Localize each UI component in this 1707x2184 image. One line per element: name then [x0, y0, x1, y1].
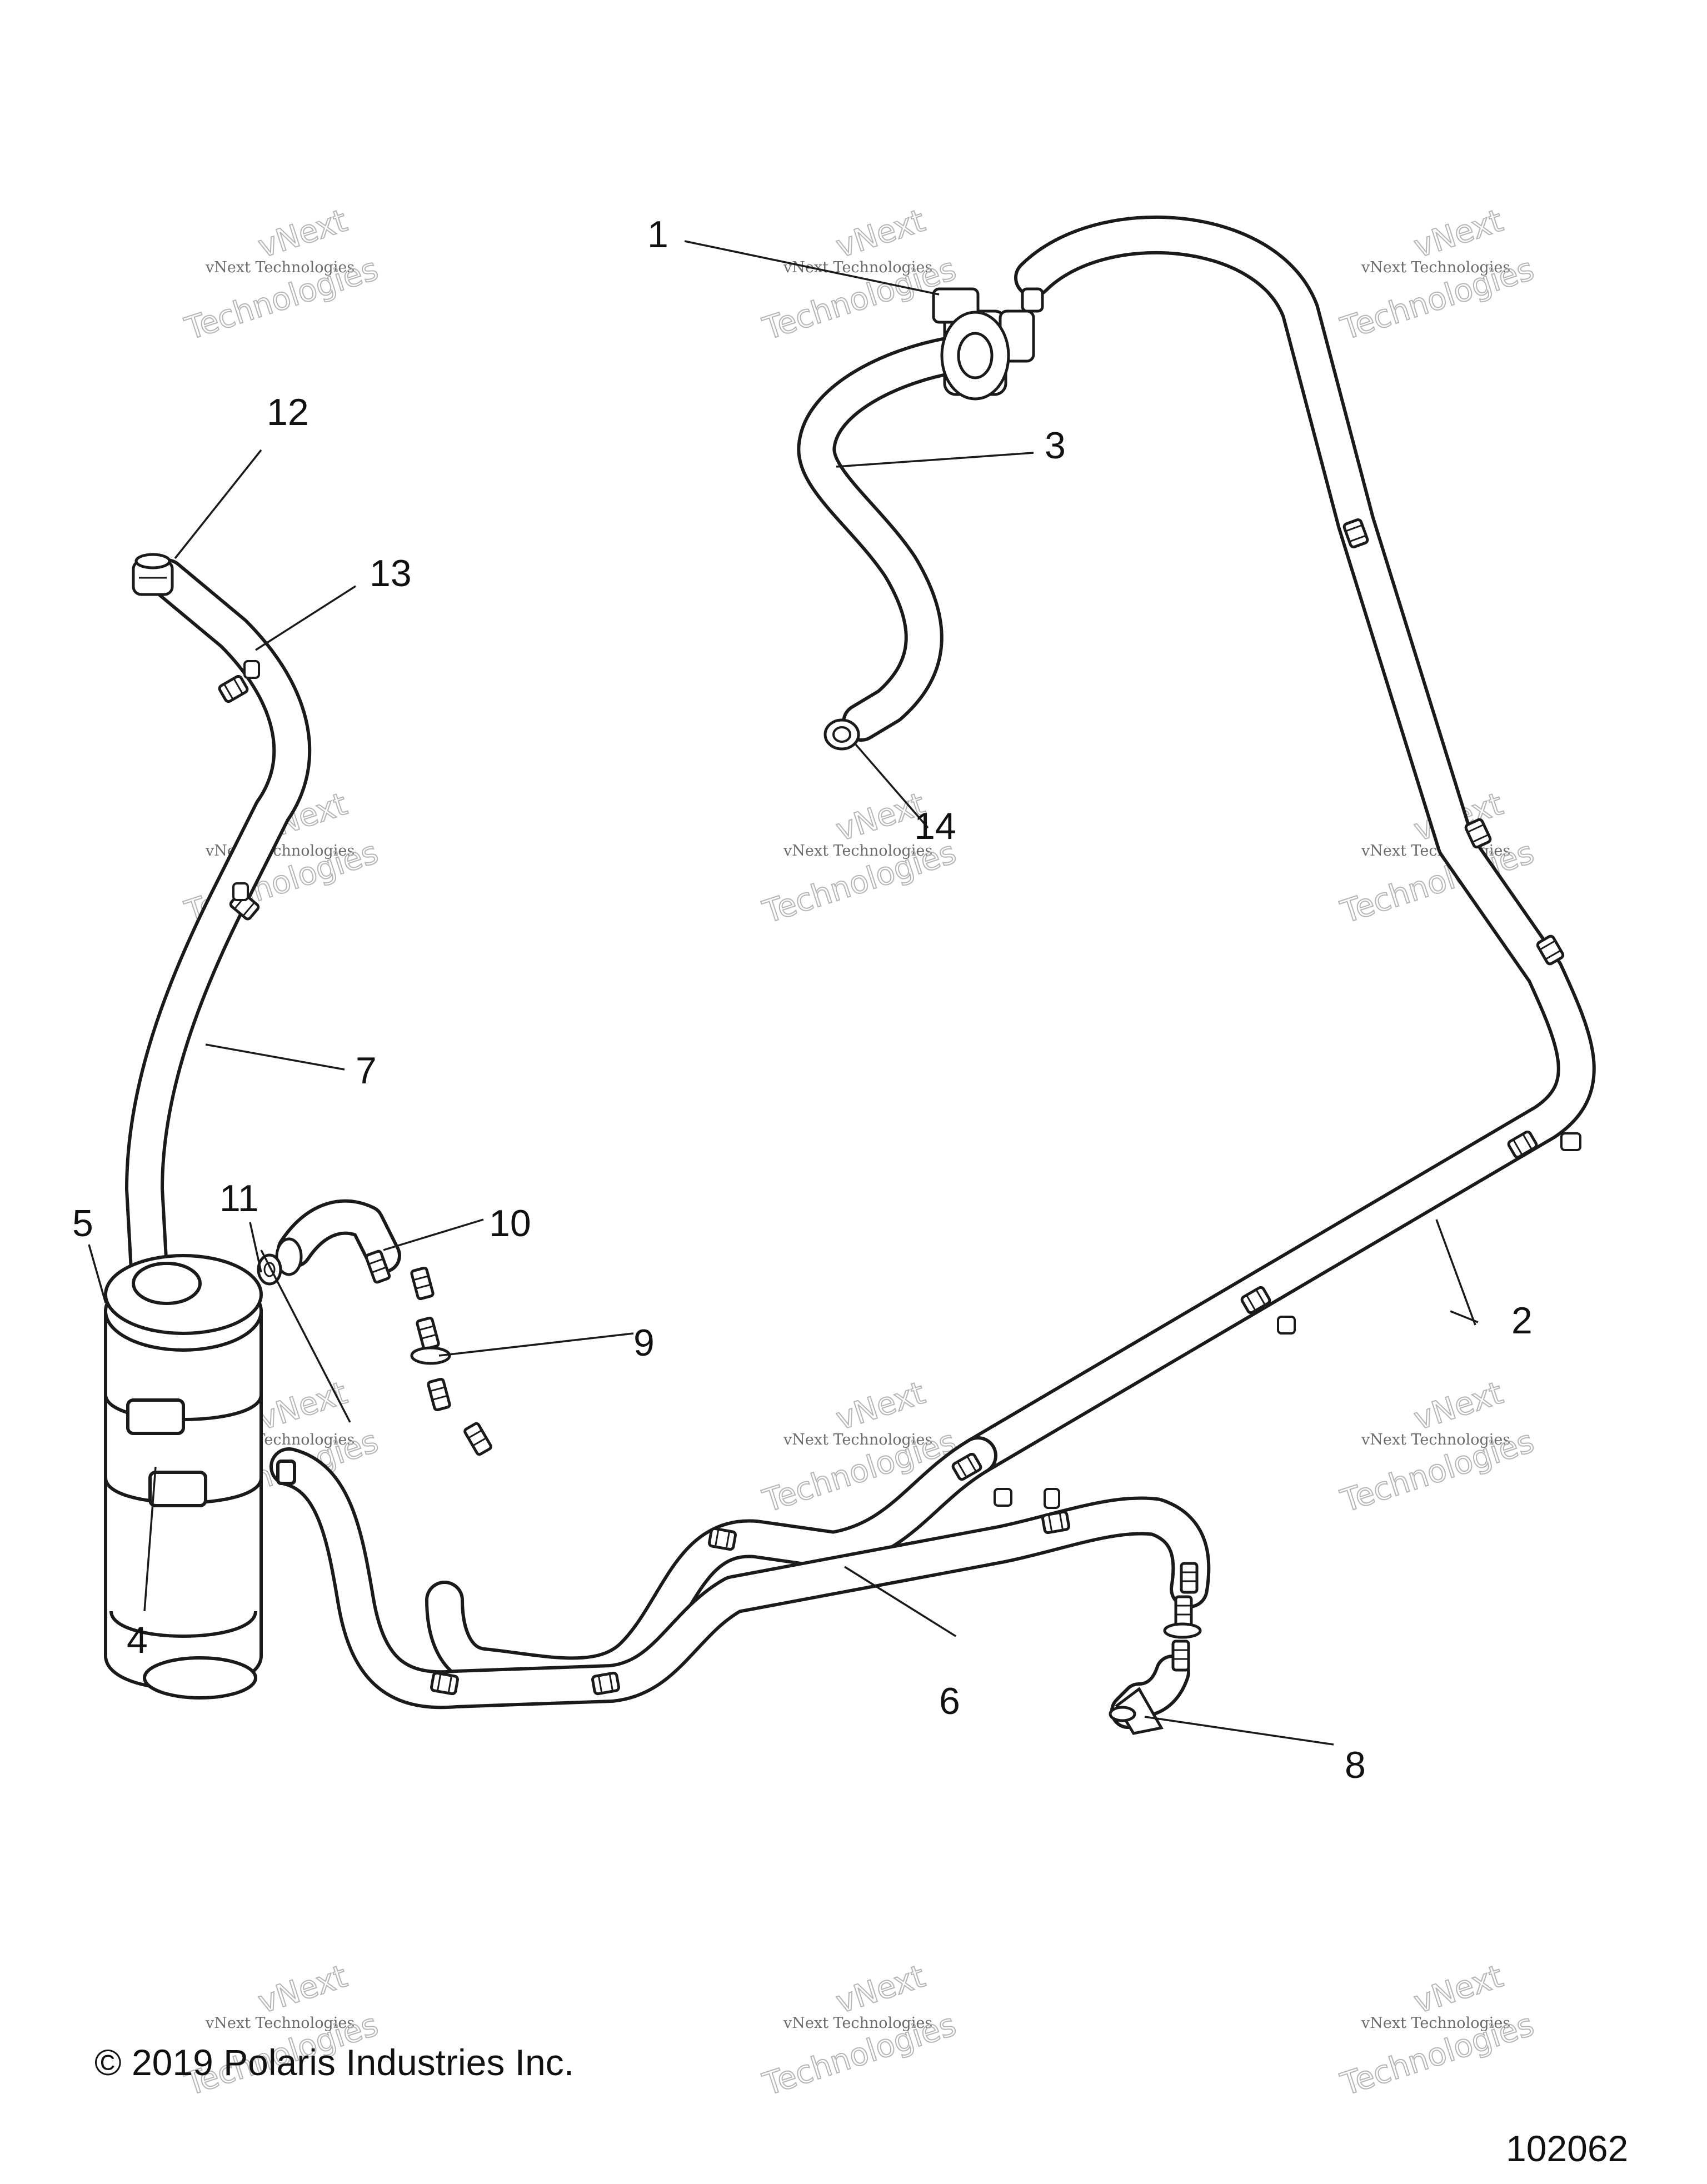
watermark: vNext vNext Technologies Technologies	[180, 202, 383, 348]
hose-7	[125, 558, 312, 1308]
figure-number: 102062	[1506, 2128, 1628, 2169]
fitting-chain-8	[1163, 1563, 1202, 1670]
watermark: vNext vNext Technologies Technologies	[758, 202, 961, 348]
svg-text:vNext: vNext	[832, 203, 930, 265]
svg-text:vNext: vNext	[1410, 1375, 1508, 1437]
svg-text:vNext: vNext	[254, 203, 352, 265]
callout-5: 5	[72, 1202, 93, 1245]
svg-text:vNext Technologies: vNext Technologies	[783, 1431, 932, 1448]
hose-3	[797, 336, 970, 742]
hose-6	[269, 1447, 1211, 1710]
copyright-text: © 2019 Polaris Industries Inc.	[94, 2042, 574, 2083]
svg-text:vNext: vNext	[254, 1375, 352, 1437]
purge-valve-1	[932, 287, 1044, 401]
watermark: vNext vNext Technologies Technologies	[758, 1958, 961, 2103]
leader-lines	[88, 240, 1479, 1746]
svg-text:vNext Technologies: vNext Technologies	[1361, 1431, 1510, 1448]
barb-fittings	[232, 660, 1581, 1509]
svg-text:vNext: vNext	[1410, 1958, 1508, 2021]
fitting-9	[411, 1267, 492, 1455]
svg-text:vNext: vNext	[1410, 203, 1508, 265]
hose-2	[425, 215, 1596, 1696]
callout-4: 4	[127, 1619, 148, 1661]
svg-text:vNext Technologies: vNext Technologies	[205, 259, 355, 276]
callout-2: 2	[1511, 1300, 1533, 1342]
callout-10: 10	[489, 1202, 531, 1245]
hose-10	[277, 1199, 401, 1273]
vent-cap-12	[132, 553, 174, 596]
charcoal-canister-4	[104, 1254, 296, 1700]
svg-text:vNext Technologies: vNext Technologies	[205, 2015, 355, 2032]
svg-text:vNext Technologies: vNext Technologies	[1361, 259, 1510, 276]
callout-14: 14	[914, 805, 956, 847]
svg-text:vNext: vNext	[832, 1958, 930, 2021]
watermark: vNext vNext Technologies Technologies	[1336, 202, 1539, 348]
watermark: vNext vNext Technologies Technologies	[1336, 1375, 1539, 1520]
callout-7: 7	[356, 1049, 377, 1092]
svg-text:vNext Technologies: vNext Technologies	[783, 842, 932, 859]
elbow-end-8	[1109, 1687, 1164, 1735]
hose-end-14	[823, 718, 860, 751]
callout-9: 9	[633, 1322, 655, 1364]
svg-text:vNext Technologies: vNext Technologies	[1361, 2015, 1510, 2032]
callout-1: 1	[647, 213, 668, 256]
svg-text:vNext Technologies: vNext Technologies	[783, 2015, 932, 2032]
callout-11: 11	[219, 1177, 259, 1220]
hoses	[125, 215, 1596, 1729]
watermark: vNext vNext Technologies Technologies	[1336, 1958, 1539, 2103]
callout-labels: 1 2 3 4 5 6 7 8 9 10 11 12 13 14	[72, 213, 1533, 1786]
callout-6: 6	[939, 1680, 960, 1722]
callout-8: 8	[1345, 1744, 1366, 1786]
svg-text:vNext: vNext	[254, 1958, 352, 2021]
callout-12: 12	[267, 391, 309, 433]
callout-3: 3	[1045, 424, 1066, 467]
callout-13: 13	[370, 552, 412, 594]
svg-text:vNext: vNext	[832, 1375, 930, 1437]
